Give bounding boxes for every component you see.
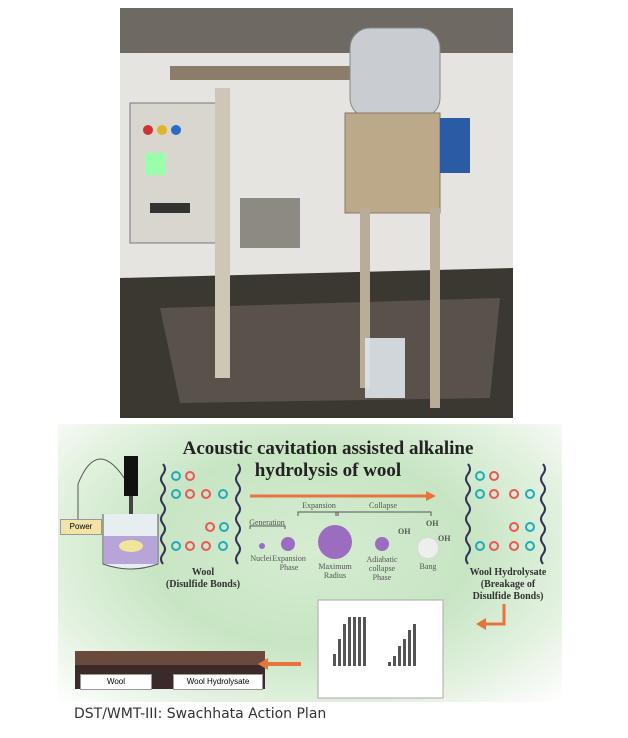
- caption: DST/WMT-III: Swachhata Action Plan: [74, 706, 327, 722]
- expansion-bubble: [281, 537, 295, 551]
- wool-subtitle: (Disulfide Bonds): [165, 579, 241, 590]
- nuclei-bubble: [259, 543, 265, 549]
- hydrolysate-label: Wool Hydrolysate (Breakage of Disulfide …: [453, 567, 563, 603]
- diagram-graphics: [75, 456, 546, 699]
- oh-label: OH: [438, 534, 451, 543]
- max-radius-bubble: [318, 525, 352, 559]
- adiabatic-label: Adiabatic collapse Phase: [366, 555, 398, 582]
- field-tag-wool: Wool: [80, 674, 152, 690]
- oh-label: OH: [398, 527, 411, 536]
- field-tag-hydrolysate: Wool Hydrolysate: [173, 674, 263, 690]
- wool-title: Wool: [191, 567, 215, 578]
- wool-structure-icon: [160, 463, 546, 565]
- process-diagram: Acoustic cavitation assisted alkaline hy…: [58, 424, 562, 702]
- wool-label: Wool (Disulfide Bonds): [163, 567, 243, 591]
- power-supply-label: Power: [60, 519, 102, 535]
- collapse-label: Collapse: [369, 501, 397, 510]
- bang-label: Bang: [419, 562, 437, 571]
- nuclei-label: Nuclei: [250, 554, 272, 563]
- bang-bubble: [418, 538, 438, 558]
- expansion-phase-label: Expansion Phase: [272, 554, 306, 572]
- expansion-label: Expansion: [302, 501, 336, 510]
- hydrolysate-subtitle-2: Disulfide Bonds): [472, 591, 544, 602]
- results-chart-thumbnail: [317, 599, 444, 699]
- collapse-bubble: [375, 537, 389, 551]
- oh-label: OH: [426, 519, 439, 528]
- equipment-photo: [120, 8, 513, 418]
- diagram-title: Acoustic cavitation assisted alkaline hy…: [178, 438, 478, 482]
- hydrolysate-subtitle-1: (Breakage of: [480, 579, 536, 590]
- generation-label: Generation: [249, 518, 285, 527]
- title-line-2: hydrolysis of wool: [254, 460, 402, 481]
- hydrolysate-title: Wool Hydrolysate: [469, 567, 547, 578]
- maximum-radius-label: Maximum Radius: [318, 562, 352, 580]
- title-line-1: Acoustic cavitation assisted alkaline: [182, 438, 474, 459]
- probe-cable: [77, 458, 129, 519]
- sonicator-probe-icon: [124, 456, 138, 496]
